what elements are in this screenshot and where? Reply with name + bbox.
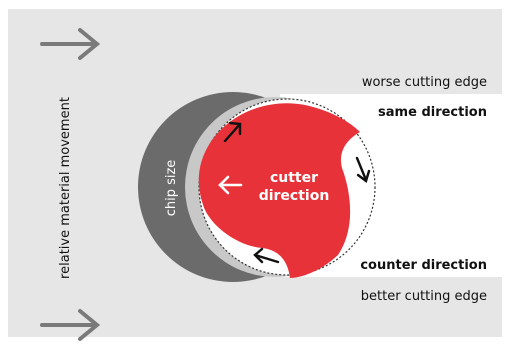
relative-movement-label: relative material movement	[58, 97, 73, 279]
cutter-direction-label-2: direction	[259, 188, 330, 204]
counter-direction-label: counter direction	[360, 258, 487, 273]
arrow-right-icon	[40, 309, 101, 341]
arrow-left-icon	[218, 175, 243, 195]
cutter-outline	[198, 98, 376, 276]
rotation-arrow-icon	[355, 156, 371, 183]
cutter-blade	[198, 103, 360, 279]
arrow-right-icon	[40, 28, 101, 60]
better-edge-label: better cutting edge	[361, 289, 487, 304]
rotation-arrow-icon	[223, 121, 242, 143]
worse-edge-label: worse cutting edge	[362, 75, 487, 90]
rotation-arrow-icon	[253, 247, 280, 264]
chip-size-label: chip size	[164, 160, 179, 217]
same-direction-label: same direction	[378, 105, 487, 120]
cutter-direction-label-1: cutter	[270, 170, 318, 186]
